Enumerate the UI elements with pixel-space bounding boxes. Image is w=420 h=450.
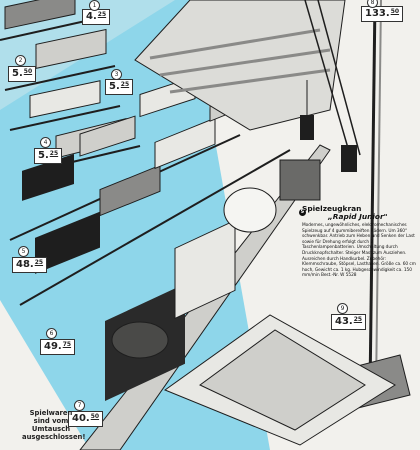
price-tag-item-5: 48.25 [12,257,48,273]
item-number-2: 2 [15,55,26,66]
item-number-6: 6 [46,328,57,339]
crane-model-name: „Rapid Junior" [328,212,388,221]
item-number-1: 1 [89,0,100,11]
crane-title: Spielzeugkran [302,204,362,213]
item-number-8: 8 [367,0,378,8]
exchange-notice-line-1: Spielwaren [29,409,73,417]
train-set-7 [79,144,331,450]
exchange-notice-line-3: ausgeschlossen! [22,433,86,441]
crane-description-text: Modernes, ungewöhnliches, elektromechani… [302,223,416,279]
box-wagon-3 [9,80,121,131]
exchange-notice-line-2: sind vom Umtausch [31,417,71,433]
box-wagon-2 [4,28,116,91]
boxed-train-set [163,314,396,446]
price-tag-item-7: 40.50 [68,411,104,427]
description-item-number: 9 [299,209,306,216]
track-set-box [134,0,346,131]
item-number-9: 9 [337,303,348,314]
price-tag-item-6: 49.75 [40,339,76,355]
price-tag-item-8: 133.50 [361,6,404,22]
price-tag-item-4: 5.25 [34,148,63,164]
item-number-7: 7 [74,400,85,411]
item-number-3: 3 [111,69,122,80]
price-tag-item-3: 5.25 [105,79,134,95]
price-tag-item-2: 5.50 [8,66,37,82]
item-number-5: 5 [18,246,29,257]
item-number-4: 4 [40,137,51,148]
freight-wagon-row-1 [0,0,91,41]
price-tag-item-1: 4.25 [82,9,111,25]
exchange-notice: Spielwaren sind vom Umtausch ausgeschlos… [22,409,86,441]
crane-description: Spielzeugkran „Rapid Junior" Modernes, u… [302,205,420,279]
price-tag-item-9: 43.25 [331,314,367,330]
